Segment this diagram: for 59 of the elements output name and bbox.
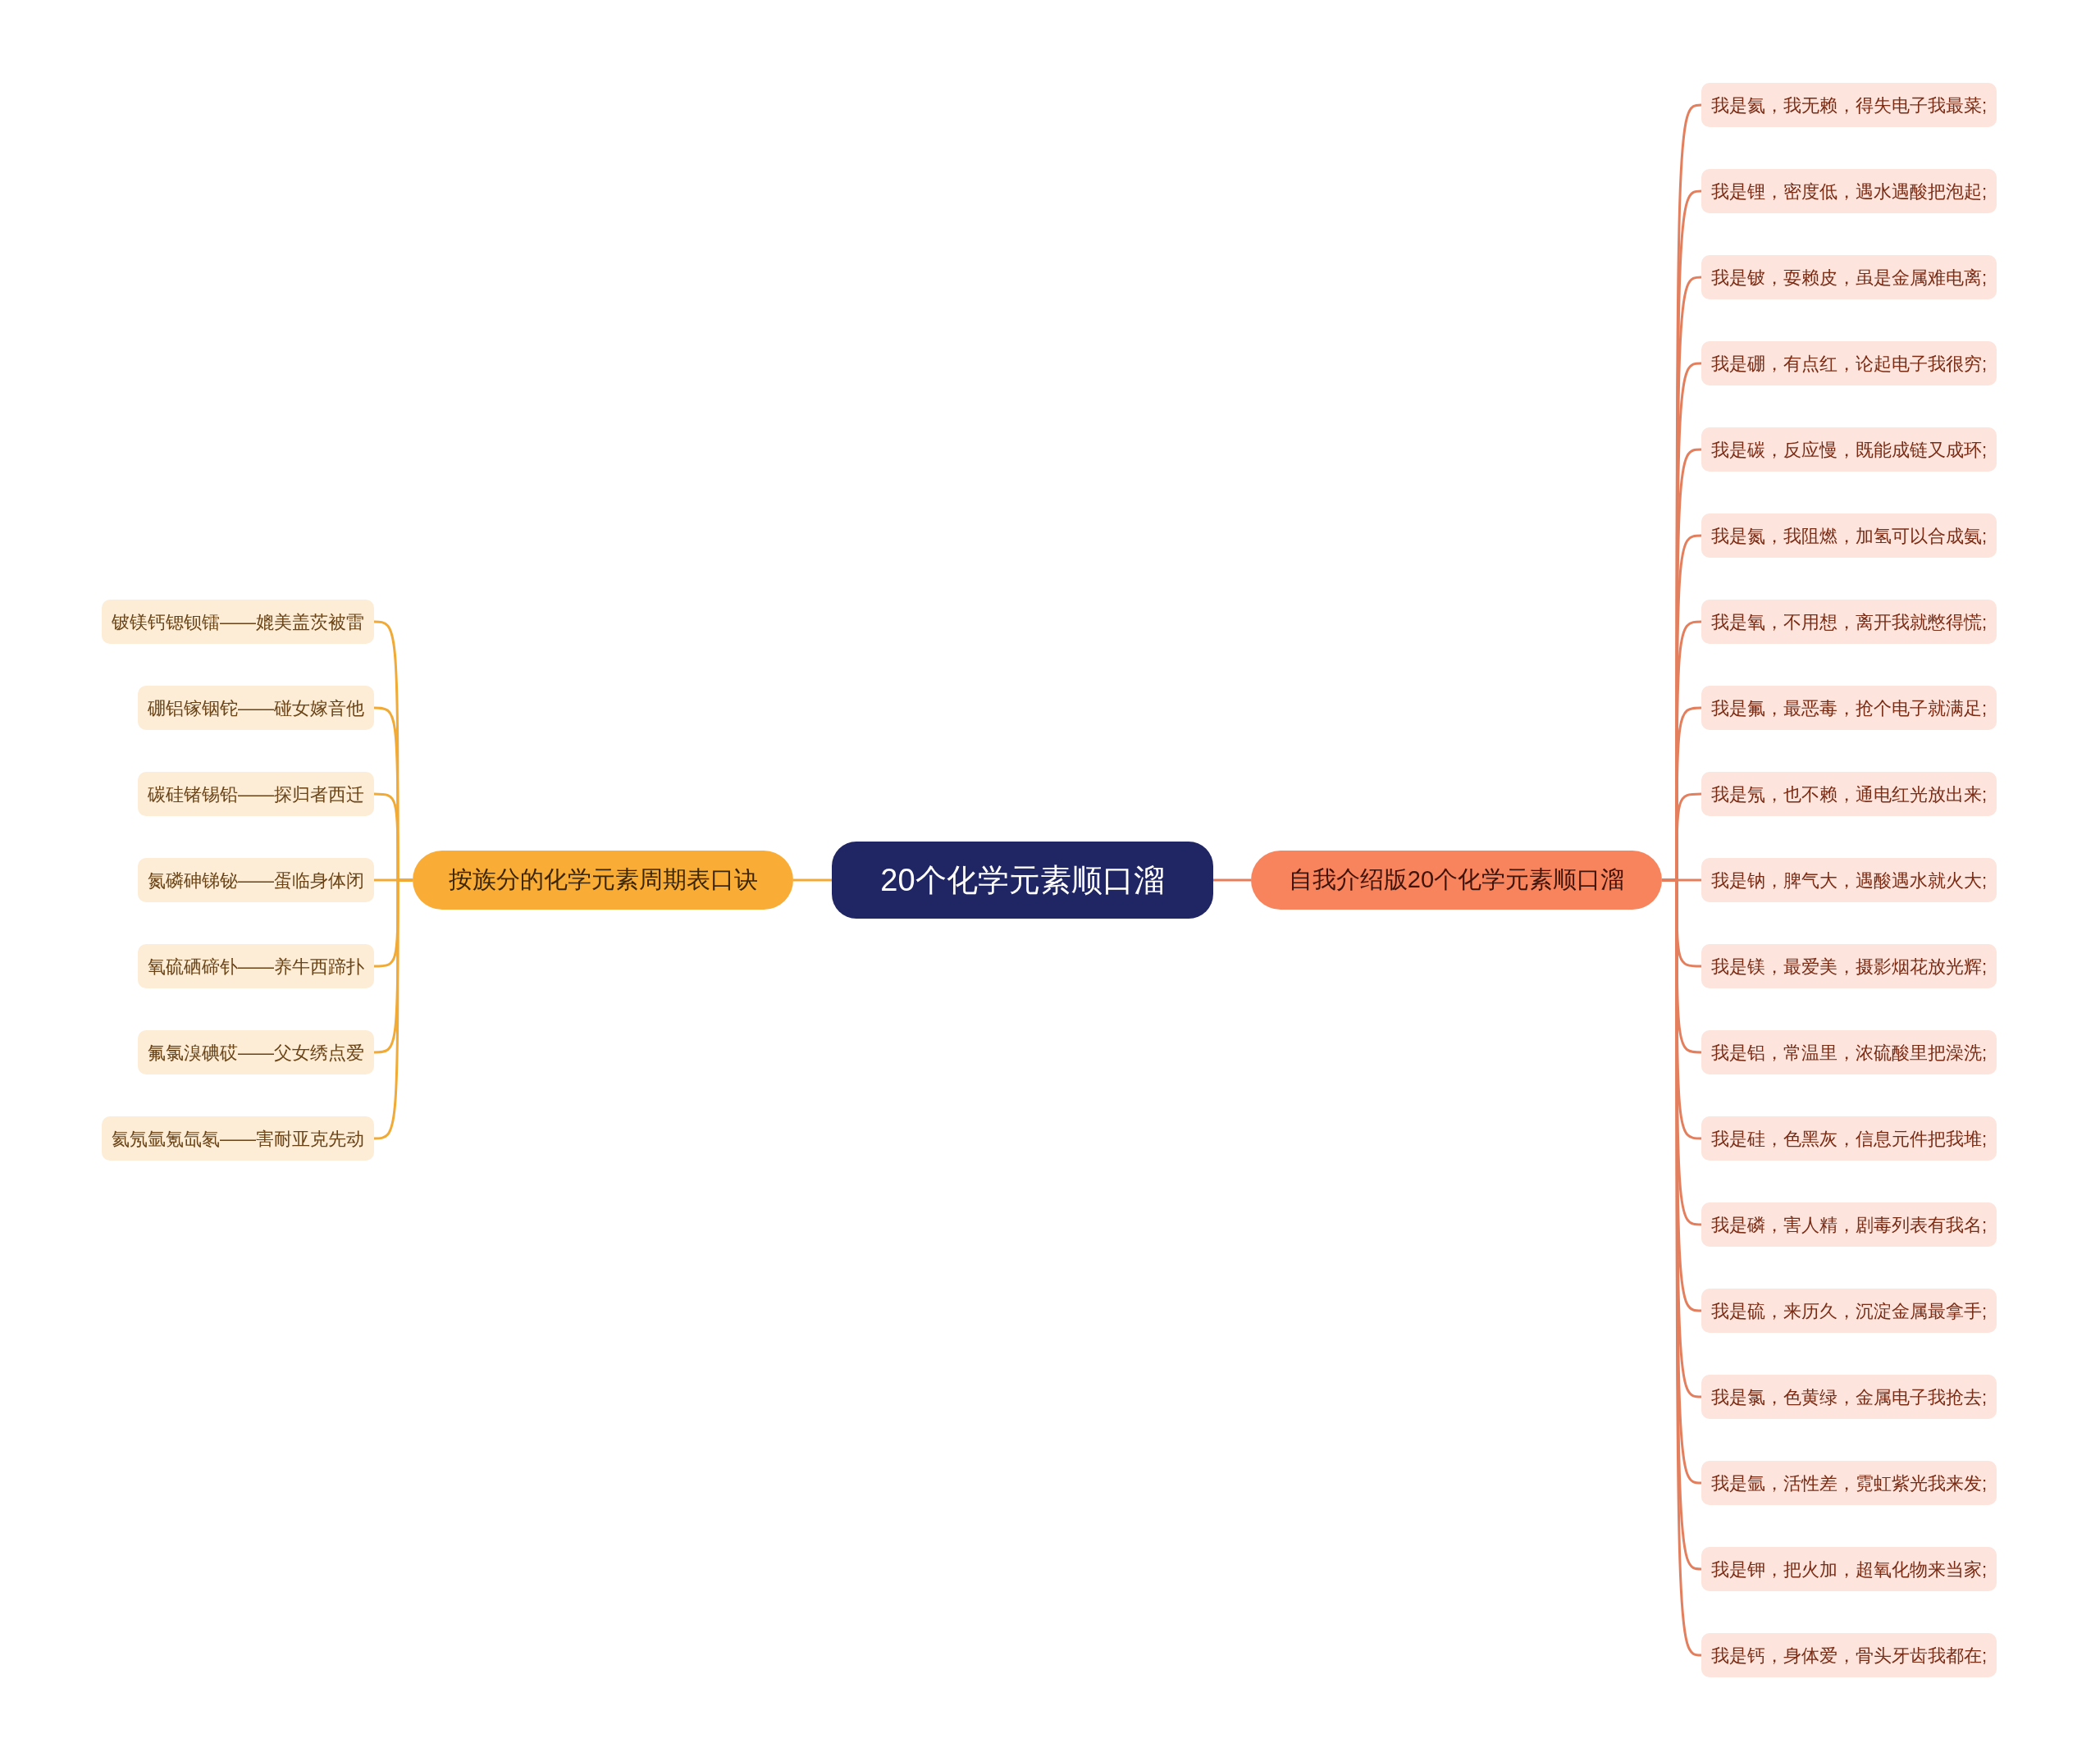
- node-text: 铍镁钙锶钡镭——媲美盖茨被雷: [112, 610, 364, 634]
- leaf-topic: [1701, 341, 1997, 386]
- node-text: 氦氖氩氪氙氡——害耐亚克先动: [112, 1127, 364, 1151]
- node-text: 我是氮，我阻燃，加氢可以合成氨;: [1711, 524, 1988, 548]
- leaf-topic: [1701, 772, 1997, 816]
- leaf-topic: [1701, 944, 1997, 988]
- node-text: 我是硅，色黑灰，信息元件把我堆;: [1711, 1127, 1988, 1151]
- leaf-topic: [1701, 686, 1997, 730]
- node-text: 20个化学元素顺口溜: [880, 861, 1165, 899]
- leaf-topic: [1701, 1375, 1997, 1419]
- leaf-topic: [1701, 1202, 1997, 1247]
- leaf-topic: [1701, 1030, 1997, 1074]
- node-text: 我是氟，最恶毒，抢个电子就满足;: [1711, 696, 1988, 720]
- leaf-topic: [138, 1030, 374, 1074]
- node-text: 我是磷，害人精，剧毒列表有我名;: [1711, 1213, 1988, 1237]
- node-text: 我是钙，身体爱，骨头牙齿我都在;: [1711, 1644, 1988, 1667]
- node-text: 我是氧，不用想，离开我就憋得慌;: [1711, 610, 1988, 634]
- node-text: 我是镁，最爱美，摄影烟花放光辉;: [1711, 955, 1988, 979]
- connector-line: [793, 878, 832, 882]
- node-text: 我是氦，我无赖，得失电子我最菜;: [1711, 94, 1988, 117]
- leaf-topic: [1701, 83, 1997, 127]
- leaf-topic: [1701, 1289, 1997, 1333]
- leaf-topic: [1701, 600, 1997, 644]
- node-text: 我是钾，把火加，超氧化物来当家;: [1711, 1558, 1988, 1581]
- node-text: 自我介绍版20个化学元素顺口溜: [1288, 865, 1625, 895]
- node-text: 硼铝镓铟铊——碰女嫁音他: [148, 696, 364, 720]
- leaf-topic: [138, 772, 374, 816]
- node-text: 氧硫硒碲钋——养牛西蹄扑: [148, 955, 364, 979]
- node-text: 我是氖，也不赖，通电红光放出来;: [1711, 782, 1988, 806]
- leaf-topic: [1701, 1633, 1997, 1677]
- node-text: 我是碳，反应慢，既能成链又成环;: [1711, 438, 1988, 462]
- leaf-topic: [1701, 1461, 1997, 1505]
- leaf-topic: [1701, 427, 1997, 472]
- node-text: 我是硫，来历久，沉淀金属最拿手;: [1711, 1299, 1988, 1323]
- central-topic: [832, 842, 1213, 919]
- leaf-topic: [1701, 169, 1997, 213]
- node-text: 按族分的化学元素周期表口诀: [448, 865, 758, 895]
- leaf-topic: [1701, 1547, 1997, 1591]
- node-text: 我是锂，密度低，遇水遇酸把泡起;: [1711, 180, 1988, 203]
- node-text: 我是铍，耍赖皮，虽是金属难电离;: [1711, 266, 1988, 290]
- leaf-topic: [102, 1116, 374, 1161]
- node-text: 氮磷砷锑铋——蛋临身体闭: [148, 869, 364, 892]
- leaf-topic: [1701, 1116, 1997, 1161]
- node-text: 我是氯，色黄绿，金属电子我抢去;: [1711, 1385, 1988, 1409]
- node-text: 我是硼，有点红，论起电子我很穷;: [1711, 352, 1988, 376]
- leaf-topic: [1701, 255, 1997, 299]
- leaf-topic: [1701, 858, 1997, 902]
- node-text: 碳硅锗锡铅——探归者西迁: [148, 782, 364, 806]
- node-text: 我是钠，脾气大，遇酸遇水就火大;: [1711, 869, 1988, 892]
- connector-line: [373, 878, 413, 1140]
- node-text: 我是铝，常温里，浓硫酸里把澡洗;: [1711, 1041, 1988, 1065]
- leaf-topic: [138, 686, 374, 730]
- node-text: 氟氯溴碘砹——父女绣点爱: [148, 1041, 364, 1065]
- node-text: 我是氩，活性差，霓虹紫光我来发;: [1711, 1471, 1988, 1495]
- leaf-topic: [138, 944, 374, 988]
- leaf-topic: [138, 858, 374, 902]
- leaf-topic: [1701, 513, 1997, 558]
- connector-line: [1213, 878, 1251, 882]
- leaf-topic: [102, 600, 374, 644]
